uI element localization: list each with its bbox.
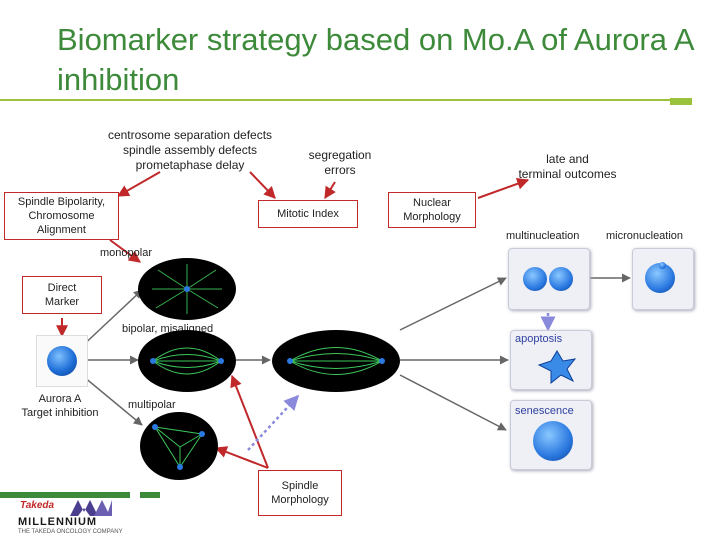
arrow-spindle-to-senescence <box>400 375 506 430</box>
micronucleus-dot <box>659 262 666 269</box>
direct-marker-line2: Marker <box>45 295 79 309</box>
spindle-bipolarity-line2: Chromosome <box>28 209 94 223</box>
arrow-phenotypes-to-mitotic <box>250 172 275 198</box>
phenotype-line-prometaphase: prometaphase delay <box>80 158 300 173</box>
spindle-morphology-box: Spindle Morphology <box>258 470 342 516</box>
target-cell-image <box>47 346 77 376</box>
aurora-target-label: Aurora A Target inhibition <box>0 392 120 420</box>
multinucleation-panel <box>508 248 590 310</box>
late-outcomes-label: late and terminal outcomes <box>500 152 635 182</box>
dashed-arrow-to-spindle <box>248 396 298 450</box>
apoptotic-cell-image <box>537 349 577 385</box>
segregation-line2: errors <box>290 163 390 178</box>
senescence-label: senescence <box>515 405 574 417</box>
mitotic-index-box: Mitotic Index <box>258 200 358 228</box>
millennium-tagline: THE TAKEDA ONCOLOGY COMPANY <box>18 529 123 535</box>
phenotypes-block: centrosome separation defects spindle as… <box>80 128 300 173</box>
bipolar-misaligned-spindle-image <box>138 330 236 392</box>
late-outcomes-line1: late and <box>500 152 635 167</box>
segregation-label: segregation errors <box>290 148 390 178</box>
direct-marker-line1: Direct <box>48 281 77 295</box>
nuclear-morphology-line2: Morphology <box>403 210 460 224</box>
normal-spindle-image <box>272 330 400 392</box>
target-cell-panel <box>36 335 88 387</box>
arrow-spindle-morph-to-bipolar <box>232 376 268 468</box>
spindle-morphology-line1: Spindle <box>282 479 319 493</box>
apoptosis-panel: apoptosis <box>510 330 592 390</box>
arrow-segregation-to-mitotic <box>325 182 335 198</box>
logo-green-bar <box>0 492 130 498</box>
spindle-morphology-line2: Morphology <box>271 493 328 507</box>
multinucleation-nucleus-right <box>549 267 573 291</box>
millennium-logo-mark <box>70 500 112 516</box>
senescent-cell-image <box>533 421 573 461</box>
spindle-bipolarity-box: Spindle Bipolarity, Chromosome Alignment <box>4 192 119 240</box>
aurora-target-line2: Target inhibition <box>0 406 120 420</box>
micronucleation-panel <box>632 248 694 310</box>
phenotype-line-spindle: spindle assembly defects <box>80 143 300 158</box>
phenotype-line-centrosome: centrosome separation defects <box>80 128 300 143</box>
multipolar-spindle-image <box>140 412 218 480</box>
micronucleation-label: micronucleation <box>606 229 683 244</box>
nuclear-morphology-line1: Nuclear <box>413 196 451 210</box>
multipolar-label: multipolar <box>128 398 176 413</box>
multinucleation-label: multinucleation <box>506 229 579 244</box>
arrow-phenotypes-to-bipolarity <box>118 172 160 196</box>
arrow-nuclear-to-late <box>478 180 528 198</box>
arrow-spindle-morph-to-multipolar <box>216 448 268 468</box>
nuclear-morphology-box: Nuclear Morphology <box>388 192 476 228</box>
senescence-panel: senescence <box>510 400 592 470</box>
apoptosis-label: apoptosis <box>515 333 562 345</box>
segregation-line1: segregation <box>290 148 390 163</box>
multinucleation-nucleus-left <box>523 267 547 291</box>
logo-green-accent <box>140 492 160 498</box>
late-outcomes-line2: terminal outcomes <box>500 167 635 182</box>
takeda-logo: Takeda <box>20 500 54 511</box>
spindle-bipolarity-line3: Alignment <box>37 223 86 237</box>
monopolar-label: monopolar <box>100 246 152 261</box>
monopolar-spindle-image <box>138 258 236 320</box>
mitotic-index-label: Mitotic Index <box>277 207 339 221</box>
arrow-spindle-to-multinucleation <box>400 278 506 330</box>
aurora-target-line1: Aurora A <box>0 392 120 406</box>
spindle-bipolarity-line1: Spindle Bipolarity, <box>18 195 105 209</box>
direct-marker-box: Direct Marker <box>22 276 102 314</box>
millennium-logo-text: MILLENNIUM <box>18 516 97 528</box>
